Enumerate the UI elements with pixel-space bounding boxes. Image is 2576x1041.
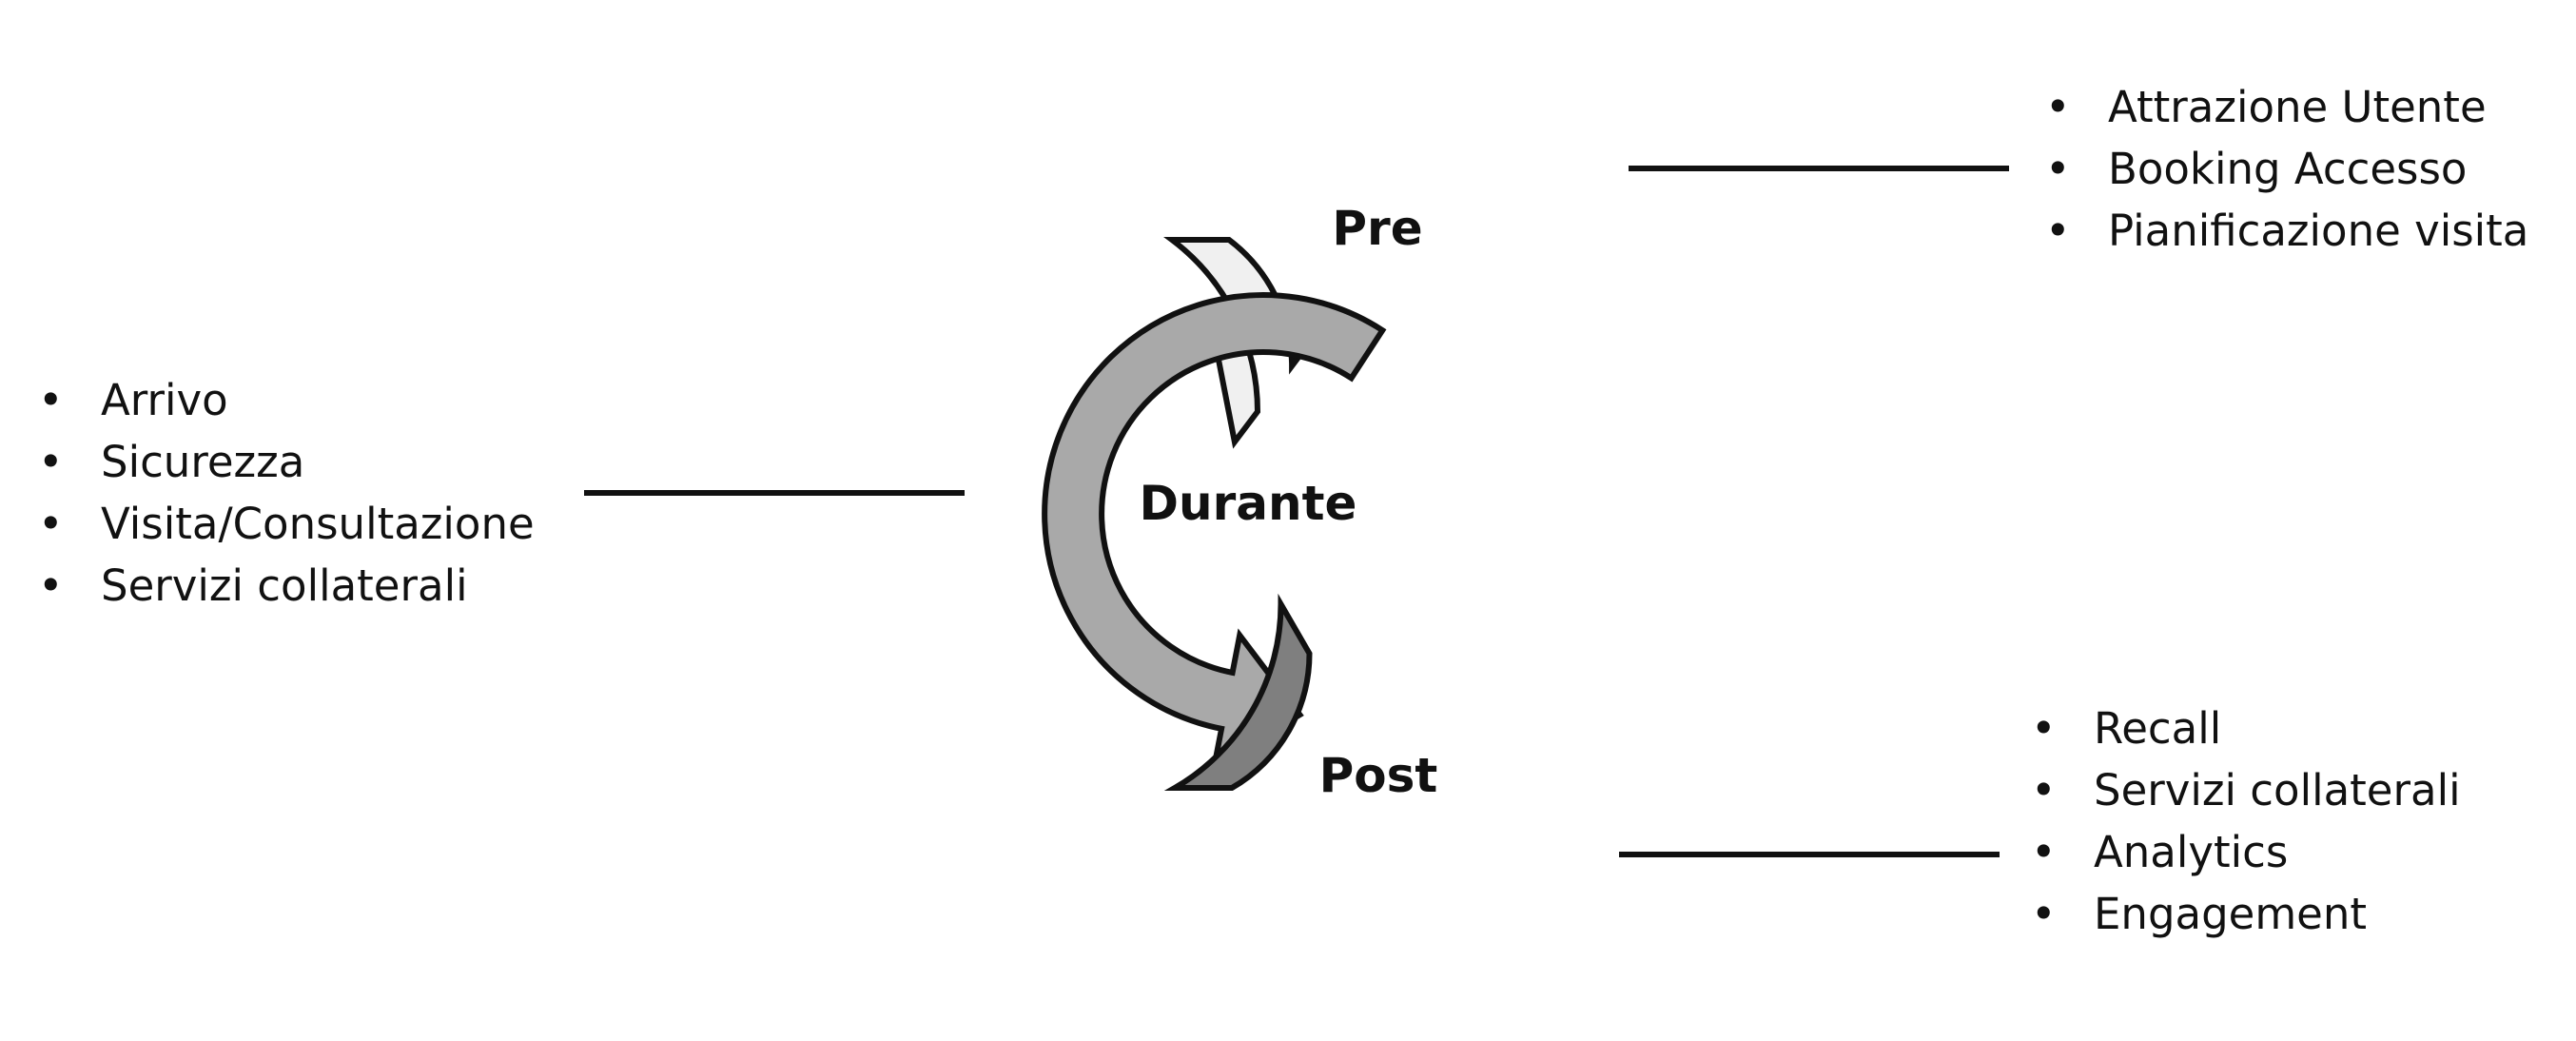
- list-item-post-2: Servizi collaterali: [2031, 759, 2461, 821]
- pre-cycle-arrow: [1163, 237, 1321, 449]
- list-item-pre-3: Pianificazione visita: [2045, 200, 2528, 262]
- list-item-durante-1: Arrivo: [38, 369, 535, 431]
- list-item-pre-2: Booking Accesso: [2045, 138, 2528, 200]
- pre-phase-list: Attrazione Utente Booking Accesso Pianif…: [2045, 76, 2528, 262]
- list-item-durante-3: Visita/Consultazione: [38, 493, 535, 555]
- list-item-durante-2: Sicurezza: [38, 431, 535, 493]
- stage-label-post: Post: [1319, 748, 1438, 803]
- list-item-durante-4: Servizi collaterali: [38, 555, 535, 617]
- post-phase-list: Recall Servizi collaterali Analytics Eng…: [2031, 697, 2461, 945]
- stage-label-durante: Durante: [1140, 476, 1357, 531]
- list-item-pre-1: Attrazione Utente: [2045, 76, 2528, 138]
- durante-cycle-arrow: [1042, 292, 1387, 773]
- durante-phase-list: Arrivo Sicurezza Visita/Consultazione Se…: [38, 369, 535, 617]
- stage-label-pre: Pre: [1332, 201, 1422, 256]
- list-item-post-1: Recall: [2031, 697, 2461, 759]
- post-cycle-arrow: [1163, 593, 1313, 791]
- list-item-post-3: Analytics: [2031, 821, 2461, 883]
- list-item-post-4: Engagement: [2031, 883, 2461, 945]
